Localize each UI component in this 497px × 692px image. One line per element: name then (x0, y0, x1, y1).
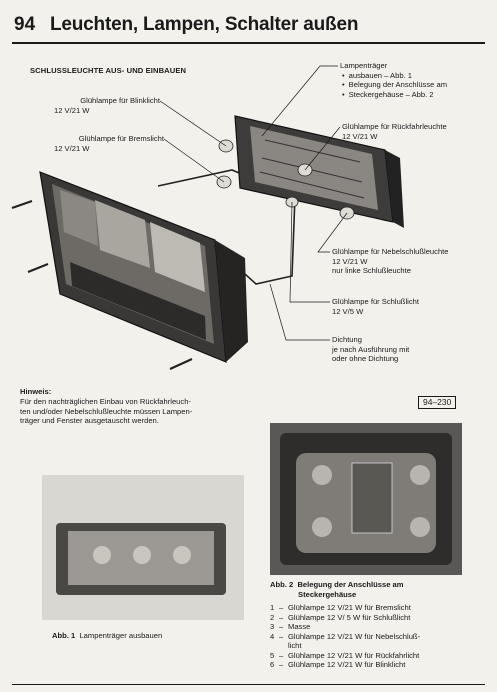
page-number: 94 (14, 14, 36, 35)
label-blinklicht: Glühlampe für Blinklicht 12 V/21 W (54, 96, 160, 115)
legend-row: 2–Glühlampe 12 V/ 5 W für Schlußlicht (270, 612, 411, 622)
legend-row: 5–Glühlampe 12 V/21 W für Rückfahrlicht (270, 650, 420, 660)
screw-2 (27, 262, 49, 274)
lamp-carrier-side (385, 150, 404, 228)
footer-rule (12, 684, 485, 685)
legend-row: 4–Glühlampe 12 V/21 W für Nebelschluß- (270, 631, 421, 641)
caption-abb2: Abb. 2 Belegung der Anschlüsse am Stecke… (270, 580, 404, 599)
photo2-plug (351, 462, 393, 534)
photo1-bulb-2 (133, 546, 151, 564)
photo-abb1-drawing (56, 523, 226, 595)
legend-row: 3–Masse (270, 622, 311, 631)
photo2-bulb-3 (410, 465, 430, 485)
label-nebel: Glühlampe für Nebelschlußleuchte 12 V/21… (332, 247, 449, 276)
page-title: Leuchten, Lampen, Schalter außen (50, 14, 359, 35)
label-schluss: Glühlampe für Schlußlicht 12 V/5 W (332, 297, 419, 316)
figure-reference: 94–230 (418, 396, 457, 409)
photo2-bulb-1 (312, 465, 332, 485)
screw-1 (11, 199, 33, 210)
lens-side (215, 240, 248, 362)
photo-abb2-drawing (280, 433, 452, 565)
carrier-strip-1 (264, 139, 361, 163)
lens-window-1 (95, 200, 150, 268)
lens-window-3 (60, 190, 98, 246)
photo2-bulb-4 (410, 517, 430, 537)
header-rule (12, 42, 485, 44)
label-bremslicht: Glühlampe für Bremslicht 12 V/21 W (54, 134, 164, 153)
photo-abb1 (42, 475, 244, 620)
carrier-strip-3 (259, 171, 365, 199)
abb2-legend: 1–Glühlampe 12 V/21 W für Bremslicht 2–G… (270, 603, 468, 670)
label-lampentraeger: Lampenträger ausbauen – Abb. 1 Belegung … (340, 61, 447, 99)
photo1-bulb-1 (93, 546, 111, 564)
hinweis-note: Hinweis: Für den nachträglichen Einbau v… (20, 387, 193, 426)
legend-row: 6–Glühlampe 12 V/21 W für Blinklicht (270, 660, 406, 669)
lamp-carrier-plate (250, 126, 378, 210)
lens-window-2 (150, 222, 205, 292)
legend-row: 1–Glühlampe 12 V/21 W für Bremslicht (270, 603, 411, 612)
screw-3 (169, 357, 193, 371)
lens-lower (70, 262, 206, 340)
seal-outline (157, 169, 296, 285)
photo-abb2 (270, 423, 462, 575)
legend-row: licht (288, 641, 302, 650)
label-dichtung: Dichtung je nach Ausführung mit oder ohn… (332, 335, 410, 364)
label-rueckfahr: Glühlampe für Rückfahrleuchte 12 V/21 W (342, 122, 447, 141)
caption-abb1: Abb. 1 Lampenträger ausbauen (52, 631, 163, 640)
photo1-bulb-3 (173, 546, 191, 564)
photo2-bulb-2 (312, 517, 332, 537)
section-title: SCHLUSSLEUCHTE AUS- UND EINBAUEN (30, 66, 187, 75)
